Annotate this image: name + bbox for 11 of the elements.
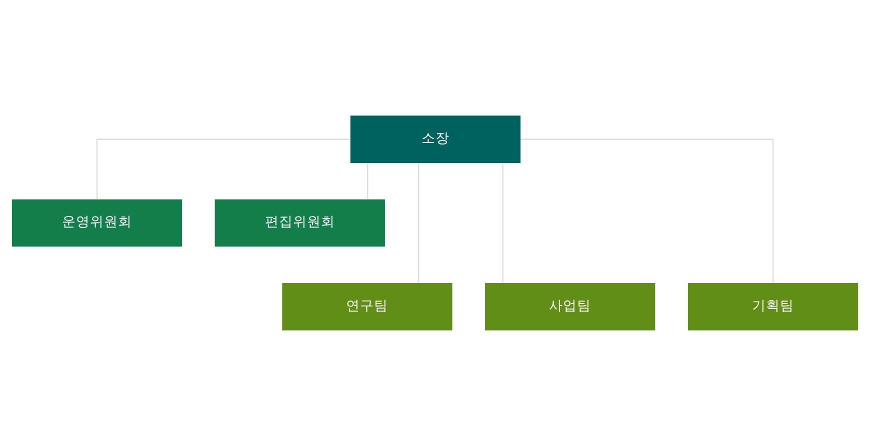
connector <box>367 162 368 199</box>
node-box: 연구팀 <box>282 282 452 330</box>
node-box: 편집위원회 <box>214 198 385 246</box>
node-box: 소장 <box>350 115 521 162</box>
connector <box>96 138 350 199</box>
node-box: 운영위원회 <box>12 198 182 246</box>
connector <box>520 138 774 282</box>
connector <box>502 162 504 283</box>
node-box: 사업팀 <box>485 282 656 330</box>
node-box: 기획팀 <box>688 282 858 330</box>
connector <box>418 162 420 283</box>
